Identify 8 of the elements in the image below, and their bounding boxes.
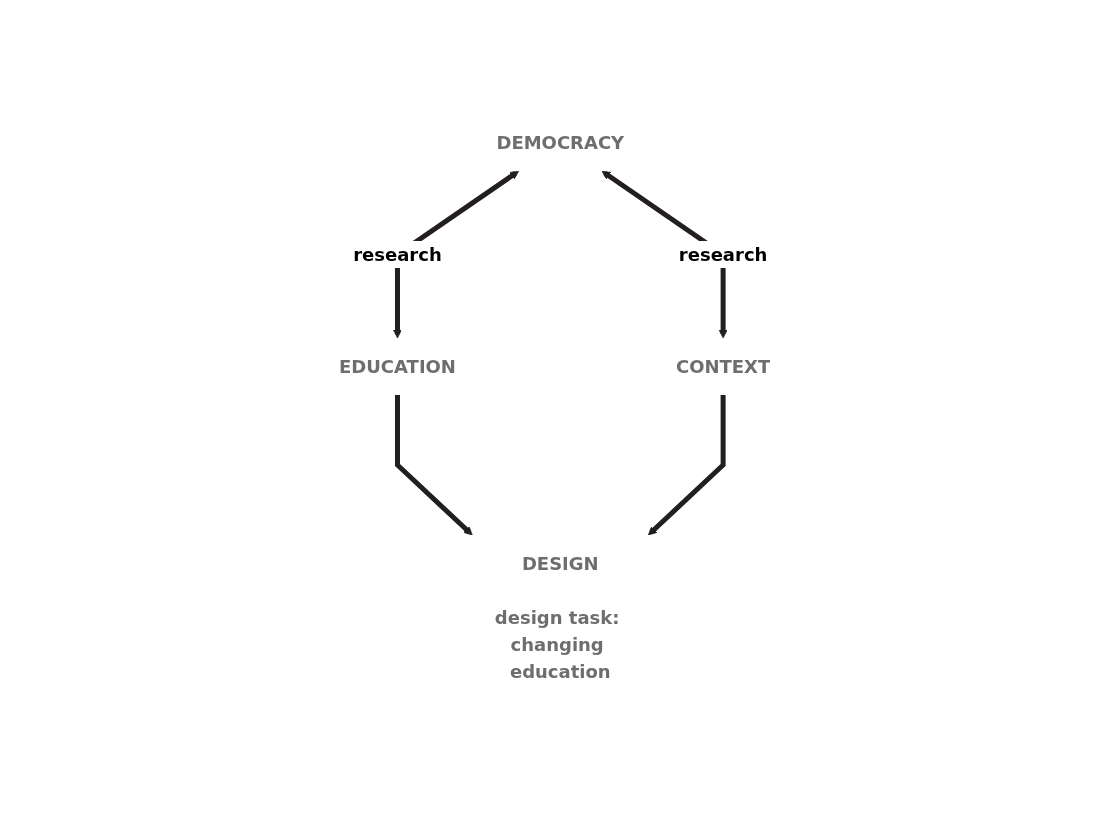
arrow <box>648 395 726 536</box>
node-text: DEMOCRACY <box>496 132 625 153</box>
edge-label: research <box>679 244 768 265</box>
node-text: CONTEXT <box>676 356 771 377</box>
node-text: EDUCATION <box>339 356 457 377</box>
node-text: DESIGN design task: changing education <box>495 553 620 682</box>
edge-label: research <box>353 244 443 265</box>
arrow <box>395 395 473 536</box>
